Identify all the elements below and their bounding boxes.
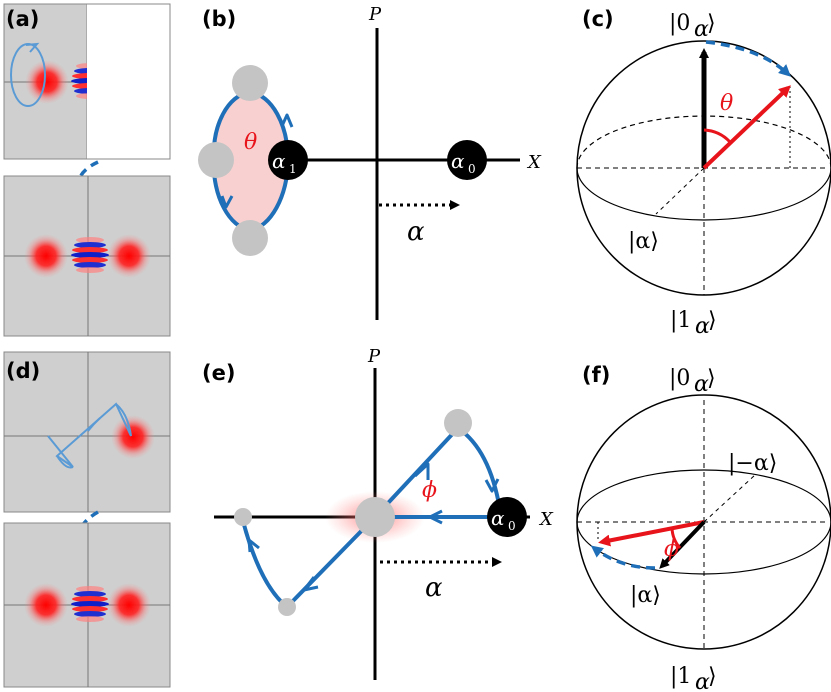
grey-ball-left-b bbox=[198, 142, 234, 178]
grey-ball-origin-e bbox=[355, 497, 395, 537]
theta-label-b: θ bbox=[244, 130, 257, 155]
grey-ball-left-e bbox=[234, 508, 252, 526]
state-vector-black-f bbox=[659, 520, 706, 569]
panel-label-d: (d) bbox=[6, 359, 40, 383]
state-vector-red-f bbox=[598, 520, 705, 547]
wigner-plot-d-top bbox=[3, 351, 171, 513]
ket-0-top-f: |0 α ⟩ bbox=[669, 366, 716, 397]
alpha1-subscript: 1 bbox=[289, 162, 297, 176]
p-axis-label-e: P bbox=[367, 346, 381, 367]
alpha0-state-b: α 0 bbox=[447, 140, 487, 180]
alpha0-subscript-e: 0 bbox=[508, 519, 516, 533]
ket-1-close-f: ⟩ bbox=[708, 664, 717, 689]
panel-c: (c) |0 α ⟩ θ |α⟩ |1 α ⟩ bbox=[576, 7, 831, 339]
panel-label-b: (b) bbox=[202, 7, 236, 31]
grey-ball-lower-e bbox=[278, 598, 296, 616]
panel-label-a: (a) bbox=[6, 7, 39, 31]
panel-d: (d) bbox=[3, 351, 171, 688]
phi-label-e: ϕ bbox=[422, 478, 437, 503]
wigner-plot-a-bottom bbox=[3, 175, 171, 337]
wigner-plot-d-bottom bbox=[3, 522, 171, 688]
ket-0-close-f: ⟩ bbox=[707, 366, 716, 391]
panel-label-f: (f) bbox=[582, 363, 610, 387]
ket-1-sub-f: α bbox=[695, 670, 710, 692]
alpha1-state: α 1 bbox=[268, 140, 308, 180]
ket-1-text-f: |1 bbox=[670, 664, 691, 689]
grey-ball-upper-e bbox=[444, 409, 472, 437]
ket-0-sub-c: α bbox=[694, 17, 709, 42]
alpha0-symbol-e: α bbox=[491, 506, 505, 530]
x-axis-label-b: X bbox=[526, 152, 542, 173]
panel-f: (f) |0 α ⟩ |−α⟩ ϕ |α⟩ |1 α ⟩ bbox=[576, 363, 831, 692]
ket-0-top-c: |0 α ⟩ bbox=[669, 11, 716, 42]
ket-0-sub-f: α bbox=[694, 372, 709, 397]
p-axis-label-b: P bbox=[368, 4, 382, 25]
state-vector-theta-c bbox=[702, 85, 791, 170]
theta-label-c: θ bbox=[720, 91, 733, 116]
minus-alpha-ket-f: |−α⟩ bbox=[728, 451, 777, 476]
rotation-arc-c bbox=[705, 40, 791, 77]
alpha0-symbol-b: α bbox=[451, 149, 465, 173]
ket-0-text-f: |0 bbox=[669, 366, 690, 391]
ket-1-text-c: |1 bbox=[670, 308, 691, 333]
rotation-arc-f bbox=[590, 545, 656, 570]
panel-b: (b) P X θ α 1 α 0 α bbox=[198, 4, 542, 320]
panel-label-c: (c) bbox=[582, 7, 614, 31]
grey-ball-top-b bbox=[232, 65, 268, 101]
ket-1-bottom-f: |1 α ⟩ bbox=[670, 664, 717, 692]
wigner-plot-a-top bbox=[4, 4, 87, 159]
alpha-label-e: α bbox=[425, 573, 443, 603]
grey-ball-bottom-b bbox=[232, 220, 268, 256]
ket-1-sub-c: α bbox=[695, 314, 710, 339]
alpha-label-b: α bbox=[407, 217, 425, 247]
interference-fringes bbox=[71, 63, 87, 99]
ket-0-text-c: |0 bbox=[669, 11, 690, 36]
alpha-ket-f: |α⟩ bbox=[630, 583, 661, 608]
alpha1-symbol: α bbox=[272, 149, 286, 173]
ket-0-close-c: ⟩ bbox=[707, 11, 716, 36]
x-axis-label-e: X bbox=[538, 509, 554, 530]
panel-a: (a) bbox=[3, 3, 171, 337]
alpha-ket-c: |α⟩ bbox=[628, 229, 659, 254]
alpha0-state-e: α 0 bbox=[487, 497, 527, 537]
ket-1-close-c: ⟩ bbox=[708, 308, 717, 333]
transition-arrow-a bbox=[72, 160, 99, 201]
alpha0-subscript-b: 0 bbox=[468, 162, 476, 176]
panel-label-e: (e) bbox=[202, 361, 235, 385]
panel-e: (e) P X ϕ α 0 α bbox=[202, 346, 554, 680]
phi-label-f: ϕ bbox=[664, 537, 679, 562]
ket-1-bottom-c: |1 α ⟩ bbox=[670, 308, 717, 339]
